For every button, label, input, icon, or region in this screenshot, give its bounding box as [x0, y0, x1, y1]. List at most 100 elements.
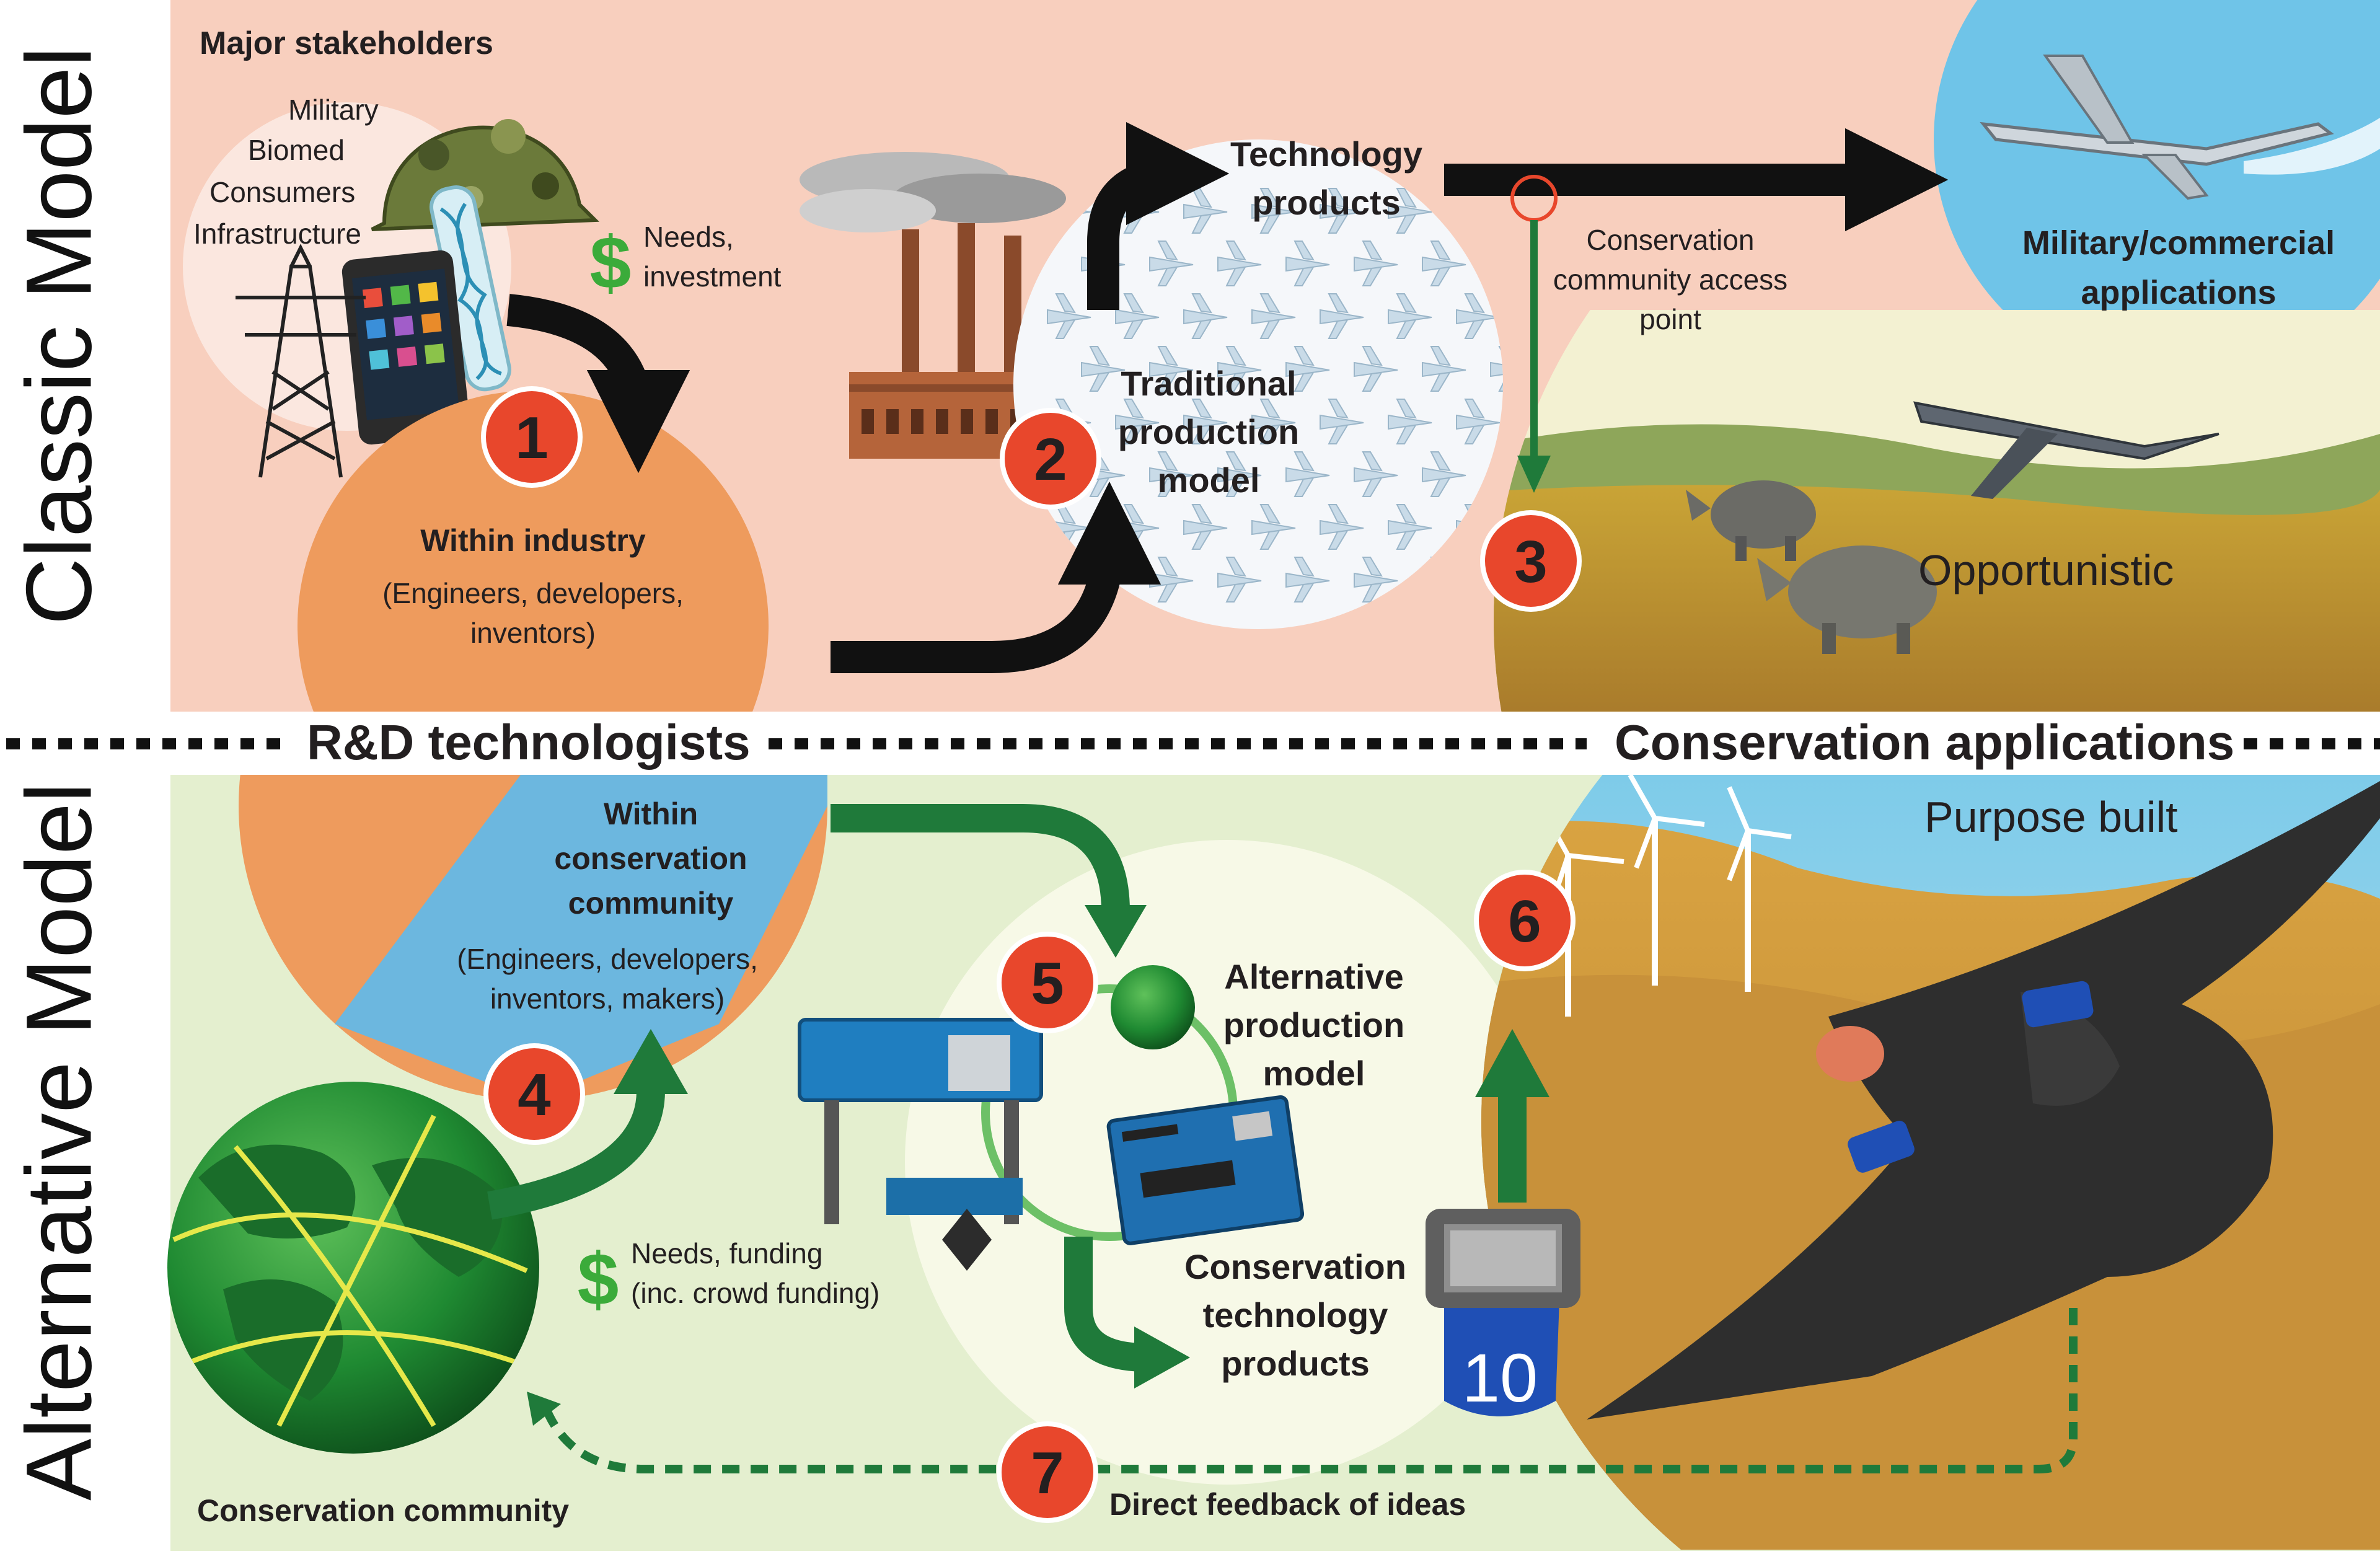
- needs-label: Needs, investment: [643, 221, 782, 293]
- drone-icon: [1285, 557, 1330, 603]
- drone-icon: [1217, 451, 1262, 497]
- opportunistic-label: Opportunistic: [1918, 546, 2174, 594]
- dollar-icon: $: [590, 221, 632, 304]
- conservation-community-title: Within conservation community: [554, 797, 747, 920]
- drone-icon: [1354, 451, 1398, 497]
- classic-model-label: Classic Model: [6, 46, 111, 625]
- drone-icon: [1285, 241, 1330, 286]
- step-badge-number: 6: [1508, 888, 1541, 955]
- badge-layer: 1 2 3 4 5 6 7: [481, 386, 1582, 1523]
- direct-feedback-label: Direct feedback of ideas: [1109, 1487, 1466, 1522]
- step-badge-number: 1: [515, 405, 548, 471]
- drone-icon: [1183, 504, 1228, 550]
- drone-icon: [1285, 451, 1330, 497]
- drone-icon: [1422, 241, 1466, 286]
- technology-products-label: Technology products: [1230, 135, 1423, 222]
- drone-icon: [1149, 346, 1194, 392]
- industry-title: Within industry: [420, 523, 646, 558]
- conservation-community-label: Conservation community: [197, 1493, 570, 1528]
- stakeholders-title: Major stakeholders: [200, 25, 493, 61]
- drone-icon: [1456, 399, 1501, 444]
- step-badge-number: 2: [1034, 426, 1067, 493]
- step-badge-2: 2: [1000, 408, 1101, 510]
- conservation-applications-label: Conservation applications: [1615, 715, 2235, 770]
- alternative-model-label: Alternative Model: [6, 782, 111, 1501]
- drone-icon: [1354, 557, 1398, 603]
- drone-icon: [1456, 293, 1501, 339]
- cons-tech-products-label: Conservation technology products: [1184, 1247, 1406, 1383]
- rhino-icon: [1686, 480, 1937, 654]
- drone-icon: [1354, 241, 1398, 286]
- drone-icon: [1913, 401, 2219, 499]
- gps-tag-number: 10: [1461, 1340, 1538, 1416]
- drone-icon: [1354, 346, 1398, 392]
- access-point-label: Conservation community access point: [1553, 224, 1788, 335]
- step-badge-7: 7: [997, 1421, 1098, 1523]
- factory-icon: [800, 152, 1072, 459]
- step-badge-number: 3: [1514, 529, 1547, 595]
- drone-icon: [1081, 346, 1126, 392]
- drone-icon: [1422, 346, 1466, 392]
- drone-icon: [1217, 241, 1262, 286]
- alt-production-label: Alternative production model: [1223, 957, 1405, 1093]
- helmet-icon: [371, 119, 599, 231]
- purpose-built-label: Purpose built: [1924, 793, 2178, 841]
- step-badge-number: 4: [518, 1062, 550, 1128]
- drone-icon: [1251, 188, 1296, 234]
- drone-icon: [1980, 55, 2380, 200]
- phone-icon: [342, 250, 470, 445]
- power-pylon-icon: [236, 244, 366, 478]
- drone-icon: [1320, 293, 1364, 339]
- printer-3d-icon: [798, 1018, 1043, 1271]
- drone-icon: [1251, 399, 1296, 444]
- circuit-board-icon: [1106, 1095, 1305, 1245]
- drone-icon: [1149, 451, 1194, 497]
- dna-vial-icon: [430, 185, 511, 392]
- step-badge-3: 3: [1480, 510, 1582, 612]
- conservation-circle: [239, 775, 827, 1100]
- step-badge-6: 6: [1474, 870, 1576, 971]
- gps-tag-icon: [1426, 1209, 1580, 1416]
- drone-icon: [1183, 293, 1228, 339]
- step-badge-number: 5: [1031, 950, 1064, 1017]
- step-badge-1: 1: [481, 386, 583, 488]
- drone-icon: [1217, 346, 1262, 392]
- drone-icon: [1149, 241, 1194, 286]
- needs-funding-label: Needs, funding (inc. crowd funding): [631, 1237, 880, 1309]
- step-badge-4: 4: [483, 1043, 585, 1145]
- drone-icon: [1047, 293, 1091, 339]
- drone-icon: [1388, 399, 1432, 444]
- drone-icon: [1388, 188, 1432, 234]
- industry-subtitle: (Engineers, developers, inventors): [382, 577, 684, 649]
- drone-icon: [1251, 293, 1296, 339]
- globe-icon: [167, 1082, 539, 1454]
- step-badge-number: 7: [1031, 1440, 1064, 1506]
- globe-icon: [1111, 965, 1195, 1049]
- drone-icon: [1422, 451, 1466, 497]
- drone-icon: [1320, 188, 1364, 234]
- stakeholder-consumers: Consumers: [209, 176, 356, 208]
- classic-arrows: [506, 121, 1949, 673]
- step-badge-5: 5: [997, 932, 1098, 1033]
- drone-icon: [1115, 293, 1160, 339]
- drone-icon: [1320, 504, 1364, 550]
- drone-icon: [1251, 504, 1296, 550]
- drone-icon: [1115, 399, 1160, 444]
- drone-icon: [1217, 557, 1262, 603]
- traditional-model-label: Traditional production model: [1117, 364, 1300, 500]
- drone-icon: [1183, 399, 1228, 444]
- military-apps-label: Military/commercial applications: [2022, 224, 2335, 311]
- conservation-community-subtitle: (Engineers, developers, inventors, maker…: [457, 943, 758, 1015]
- drone-icon: [1320, 399, 1364, 444]
- stakeholder-military: Military: [288, 94, 379, 126]
- condor-icon: [1587, 781, 2380, 1419]
- military-circle: [1934, 0, 2380, 384]
- dollar-icon: $: [578, 1238, 619, 1321]
- alternative-arrows: [487, 804, 1549, 1388]
- drone-icon: [1285, 346, 1330, 392]
- stakeholder-infrastructure: Infrastructure: [193, 218, 361, 250]
- drone-icon: [1388, 293, 1432, 339]
- rhino-scene: [1494, 310, 2380, 712]
